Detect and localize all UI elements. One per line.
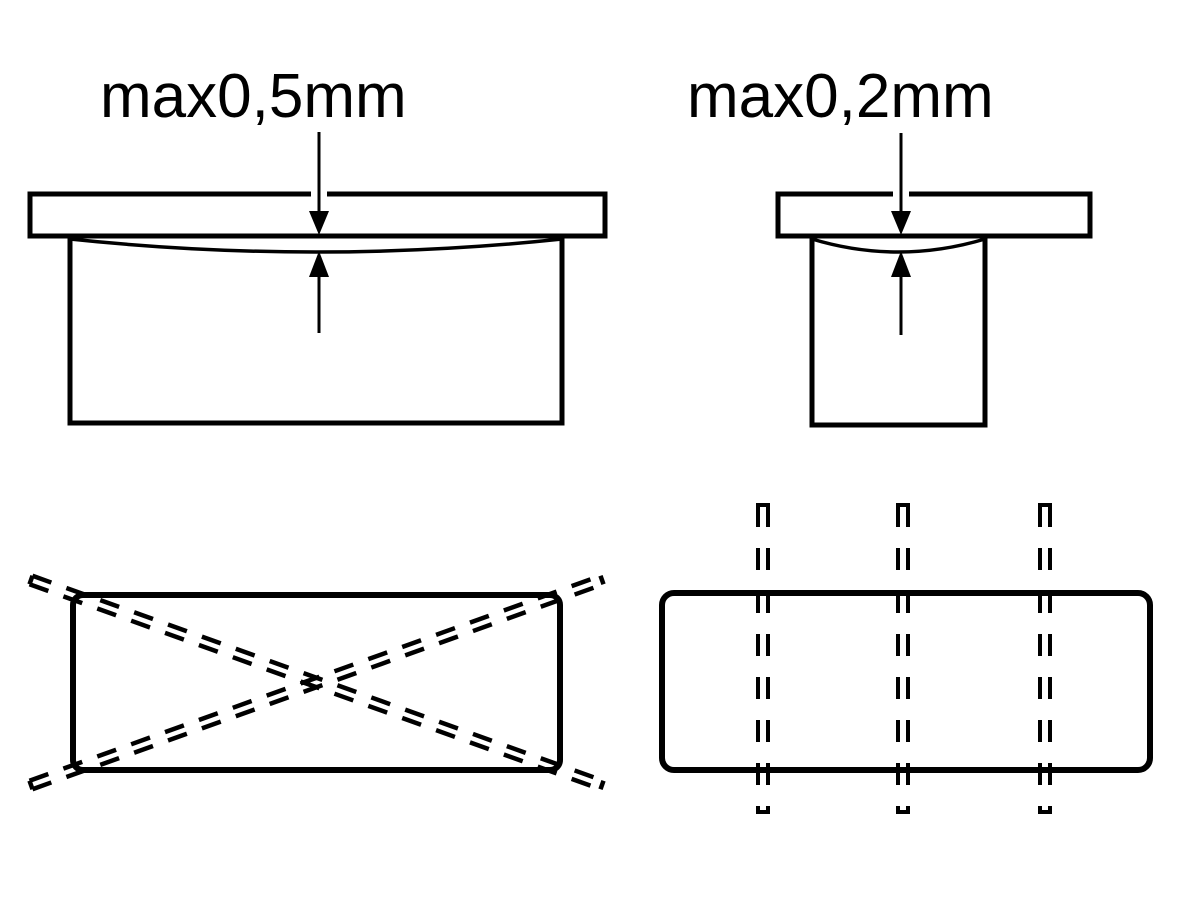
arrow-down-icon [891,133,911,235]
diagonal-dashed-line-2 [28,573,605,792]
block-outline [67,236,565,426]
panel-bottom-left [27,573,606,792]
vertical-dashed-line-2 [896,503,910,814]
panel-bottom-right [659,503,1153,814]
diagonal-dashed-line-1-caps [27,575,606,790]
diagonal-dashed-line-2-caps [27,575,606,790]
plate-outline [775,191,1093,239]
arrow-down-icon [309,132,329,235]
arrow-up-icon [891,251,911,335]
vertical-dashed-line-3 [1038,503,1052,814]
tolerance-label-right: max0,2mm [687,62,994,131]
panel-top-left [27,132,608,426]
gap-curve [811,237,986,254]
vertical-dashed-line-1 [756,503,770,814]
gap-curve [69,237,563,254]
arrow-up-icon [309,251,329,333]
crossed-rectangle [70,592,563,773]
tolerance-label-left: max0,5mm [100,62,407,131]
block-outline [809,236,988,428]
panel-top-right [775,133,1093,428]
